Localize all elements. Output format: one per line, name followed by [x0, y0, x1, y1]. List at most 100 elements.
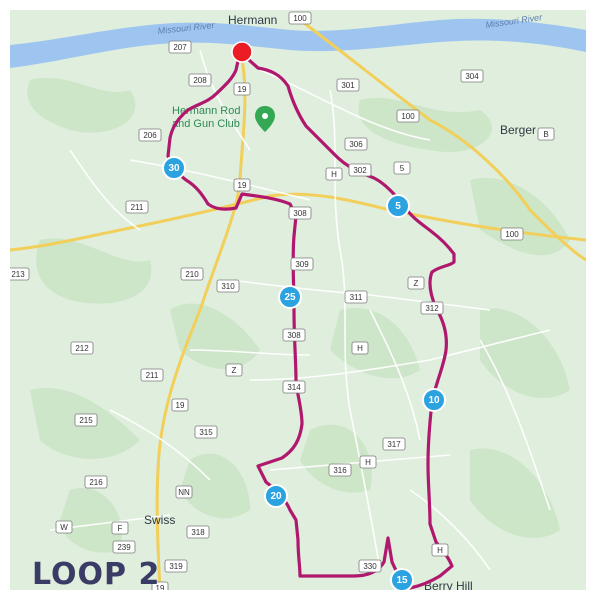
road-shield: W — [55, 520, 73, 534]
road-shield-label: F — [118, 524, 123, 533]
road-shield: NN — [175, 485, 193, 499]
town-hermann: Hermann — [228, 13, 277, 27]
mile-marker-label: 15 — [396, 575, 408, 586]
mile-marker-label: 10 — [428, 395, 440, 406]
mile-marker-label: 25 — [284, 292, 296, 303]
road-shield-label: 319 — [169, 562, 183, 571]
road-shield-label: 308 — [287, 331, 301, 340]
road-shield-label: 207 — [173, 43, 187, 52]
road-shield-label: 302 — [353, 166, 367, 175]
road-shield-label: 211 — [131, 203, 144, 212]
road-shield-label: 206 — [143, 131, 157, 140]
road-shield-label: 100 — [293, 14, 307, 23]
road-shield: 304 — [460, 69, 484, 83]
road-shield: 19 — [233, 178, 251, 192]
mile-marker-5[interactable]: 5 — [386, 194, 410, 218]
road-shield-label: 210 — [185, 270, 199, 279]
road-shield: F — [111, 521, 129, 535]
road-shield-label: H — [437, 546, 443, 555]
road-shield: 216 — [84, 475, 108, 489]
road-shield: 212 — [70, 341, 94, 355]
road-shield: 312 — [420, 301, 444, 315]
road-shield-label: 312 — [425, 304, 439, 313]
road-shield: 239 — [112, 540, 136, 554]
road-shield-label: W — [60, 523, 68, 532]
road-shield: H — [351, 341, 369, 355]
road-shield-label: 310 — [221, 282, 235, 291]
road-shield-label: 316 — [333, 466, 347, 475]
road-shield-label: 317 — [387, 440, 401, 449]
road-shield: 317 — [382, 437, 406, 451]
road-shield-label: 19 — [238, 181, 247, 190]
road-shield: 5 — [393, 161, 411, 175]
road-shield-label: 208 — [193, 76, 207, 85]
road-shield: 100 — [396, 109, 420, 123]
road-shield: 215 — [74, 413, 98, 427]
road-shield: 210 — [180, 267, 204, 281]
road-shield-label: 315 — [199, 428, 213, 437]
road-shield-label: B — [543, 130, 548, 139]
road-shield-label: 308 — [293, 209, 307, 218]
road-shield-label: 5 — [400, 164, 405, 173]
road-shield: 309 — [290, 257, 314, 271]
road-shield-label: 211 — [146, 371, 159, 380]
road-shield-label: 215 — [79, 416, 93, 425]
road-shield: 19 — [171, 398, 189, 412]
road-shield: H — [431, 543, 449, 557]
road-shield: B — [537, 127, 555, 141]
mile-marker-label: 5 — [395, 201, 401, 212]
road-shield: 19 — [151, 581, 169, 590]
road-shield-label: H — [357, 344, 363, 353]
road-shield-label: 306 — [349, 140, 363, 149]
road-shield-label: 19 — [156, 584, 165, 590]
road-shield: Z — [407, 276, 425, 290]
road-shield-label: 100 — [401, 112, 415, 121]
road-shield: 302 — [348, 163, 372, 177]
road-shield-label: 304 — [465, 72, 479, 81]
road-shield-label: 311 — [350, 293, 363, 302]
mile-marker-30[interactable]: 30 — [162, 156, 186, 180]
road-shield-label: H — [365, 458, 371, 467]
map[interactable]: Missouri River Missouri River Hermann Be… — [10, 10, 586, 590]
road-shield-label: 318 — [191, 528, 205, 537]
road-shield: 206 — [138, 128, 162, 142]
road-shield: 207 — [168, 40, 192, 54]
road-shield: 319 — [164, 559, 188, 573]
mile-marker-10[interactable]: 10 — [422, 388, 446, 412]
road-shield: 211 — [140, 368, 164, 382]
town-berry-hill: Berry Hill — [424, 579, 473, 590]
mile-marker-25[interactable]: 25 — [278, 285, 302, 309]
road-shield: 330 — [358, 559, 382, 573]
road-shield: 100 — [288, 11, 312, 25]
road-shield: 311 — [344, 290, 368, 304]
road-shield-label: Z — [232, 366, 237, 375]
road-shield: 301 — [336, 78, 360, 92]
road-shield: 308 — [288, 206, 312, 220]
road-shield: H — [359, 455, 377, 469]
start-marker[interactable] — [231, 41, 253, 63]
poi-label-line2: and Gun Club — [172, 118, 240, 130]
road-shield-label: 314 — [287, 383, 301, 392]
road-shield-label: 19 — [176, 401, 185, 410]
road-shield-label: 216 — [89, 478, 103, 487]
road-shield-label: 100 — [505, 230, 519, 239]
mile-marker-15[interactable]: 15 — [390, 568, 414, 590]
mile-marker-label: 20 — [270, 491, 282, 502]
road-shield: 318 — [186, 525, 210, 539]
road-shield-label: 212 — [75, 344, 89, 353]
town-swiss: Swiss — [144, 513, 175, 527]
road-shield: 314 — [282, 380, 306, 394]
road-shield-label: 19 — [238, 85, 247, 94]
road-shield: 213 — [10, 267, 30, 281]
road-shield-label: 330 — [363, 562, 377, 571]
road-shield: 306 — [344, 137, 368, 151]
road-shield: 211 — [125, 200, 149, 214]
road-shield-label: 239 — [117, 543, 131, 552]
road-shield: Z — [225, 363, 243, 377]
poi-hermann-rod-and-gun-club[interactable]: Hermann Rod and Gun Club — [172, 105, 275, 132]
road-shield: 310 — [216, 279, 240, 293]
road-shield-label: 309 — [295, 260, 309, 269]
road-shield: 19 — [233, 82, 251, 96]
map-title: LOOP 2 — [32, 557, 160, 590]
mile-marker-20[interactable]: 20 — [264, 484, 288, 508]
